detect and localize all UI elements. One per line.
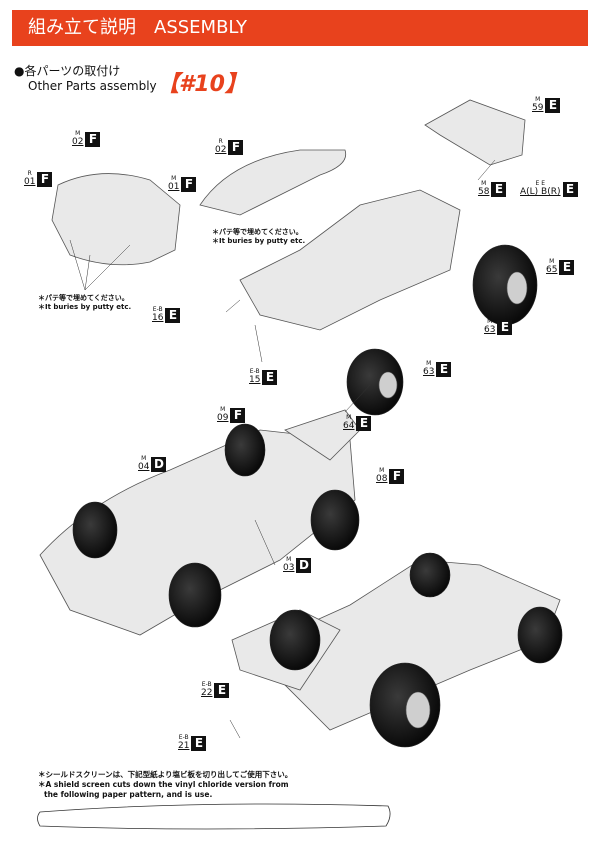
car-body-front-view <box>39 429 356 636</box>
page-header: 組み立て説明 ASSEMBLY <box>12 10 588 46</box>
putty-note-mid: ＊パテ等で埋めてください。 ＊It buries by putty etc. <box>212 228 306 245</box>
section-title-jp: ●各パーツの取付け <box>14 64 121 78</box>
cockpit-cowl-part <box>199 149 347 216</box>
rear-wing-part <box>424 99 526 166</box>
rear-tire <box>472 244 538 326</box>
section-title-en: Other Parts assembly <box>28 79 157 93</box>
front-tire <box>346 348 404 416</box>
shield-screen-template <box>37 803 391 830</box>
shield-screen-note: ＊シールドスクリーンは、下記型紙より塩ビ板を切り出してご使用下さい。 ＊A sh… <box>38 770 293 799</box>
section-title: ●各パーツの取付け Other Parts assembly <box>14 64 157 94</box>
nose-cone-part <box>51 173 181 266</box>
chassis-part <box>239 189 461 331</box>
header-title: 組み立て説明 ASSEMBLY <box>28 17 248 38</box>
putty-note-left: ＊パテ等で埋めてください。 ＊It buries by putty etc. <box>38 294 132 311</box>
model-number: 【#10】 <box>157 72 247 97</box>
